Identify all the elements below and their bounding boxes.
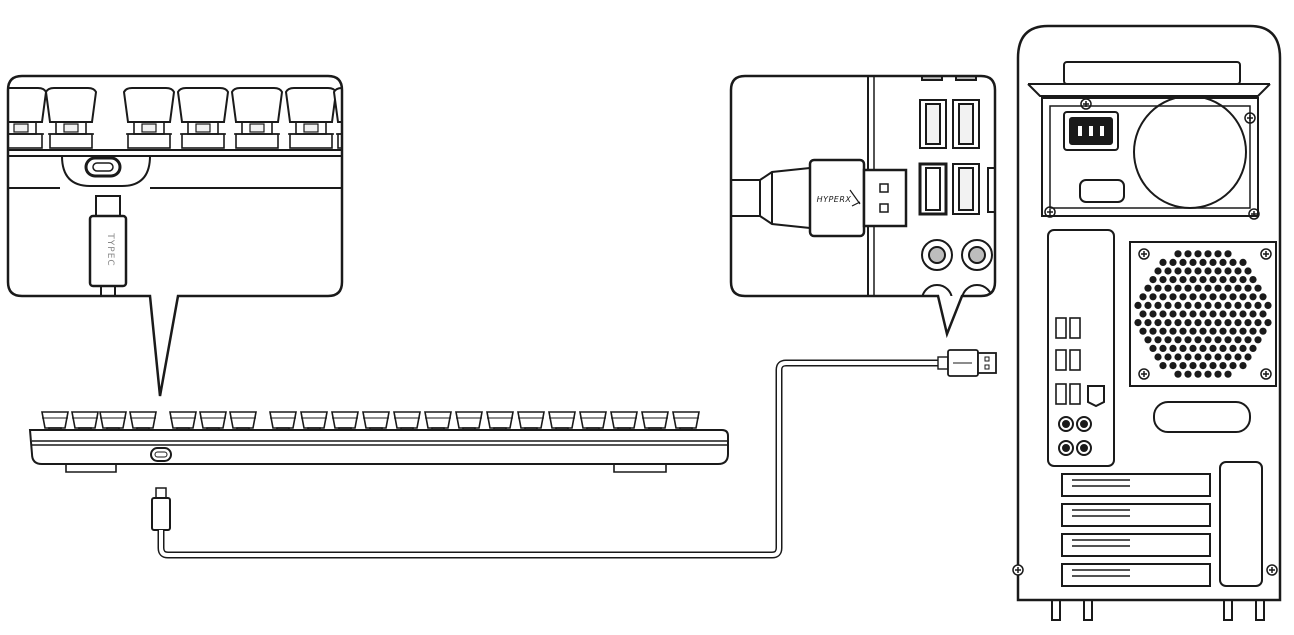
keyboard-full bbox=[28, 411, 729, 473]
cable-label-text: TYPEC bbox=[105, 232, 115, 266]
screw-icon bbox=[1012, 98, 1278, 576]
usb-a-plug-closeup: HYPERX bbox=[731, 158, 908, 238]
keyboard-usb-c-port bbox=[150, 447, 172, 462]
pc-tower bbox=[1012, 24, 1282, 621]
keycap bbox=[176, 87, 230, 149]
keycap bbox=[486, 411, 514, 433]
closeup-keycaps bbox=[8, 87, 342, 149]
keycap bbox=[41, 411, 69, 433]
usb-c-plug-closeup: TYPEC bbox=[88, 195, 128, 296]
keycap bbox=[548, 411, 576, 433]
keycap bbox=[284, 87, 338, 149]
keyboard-keycaps bbox=[41, 411, 700, 433]
keycap bbox=[517, 411, 545, 433]
keycap bbox=[393, 411, 421, 433]
usb-cable bbox=[151, 349, 997, 559]
keycap bbox=[71, 411, 99, 433]
pc-port-closeup-callout: HYPERX bbox=[729, 74, 997, 339]
usb-c-port-icon bbox=[61, 155, 151, 187]
audio-jack-icon bbox=[921, 239, 993, 296]
usb-a-port-icon bbox=[1055, 317, 1081, 405]
usb-a-plug-icon bbox=[937, 349, 997, 377]
keycap bbox=[44, 87, 98, 149]
usb-c-plug-icon bbox=[151, 487, 171, 531]
plug-logo-text: HYPERX bbox=[817, 195, 852, 204]
keycap bbox=[672, 411, 700, 433]
audio-jack-icon bbox=[1058, 416, 1092, 456]
fan-grille-icon bbox=[1129, 241, 1277, 387]
expansion-slots bbox=[1061, 461, 1263, 587]
keycap bbox=[229, 411, 257, 433]
keycap bbox=[269, 411, 297, 433]
keycap bbox=[230, 87, 284, 149]
keycap bbox=[122, 87, 176, 149]
keycap bbox=[332, 87, 342, 149]
psu-section bbox=[1041, 95, 1259, 217]
keycap bbox=[199, 411, 227, 433]
io-shield bbox=[1047, 229, 1115, 467]
usb-a-port-icon bbox=[918, 99, 995, 216]
keyboard-closeup-callout: TYPEC bbox=[6, 74, 344, 397]
power-socket-icon bbox=[1063, 111, 1119, 151]
